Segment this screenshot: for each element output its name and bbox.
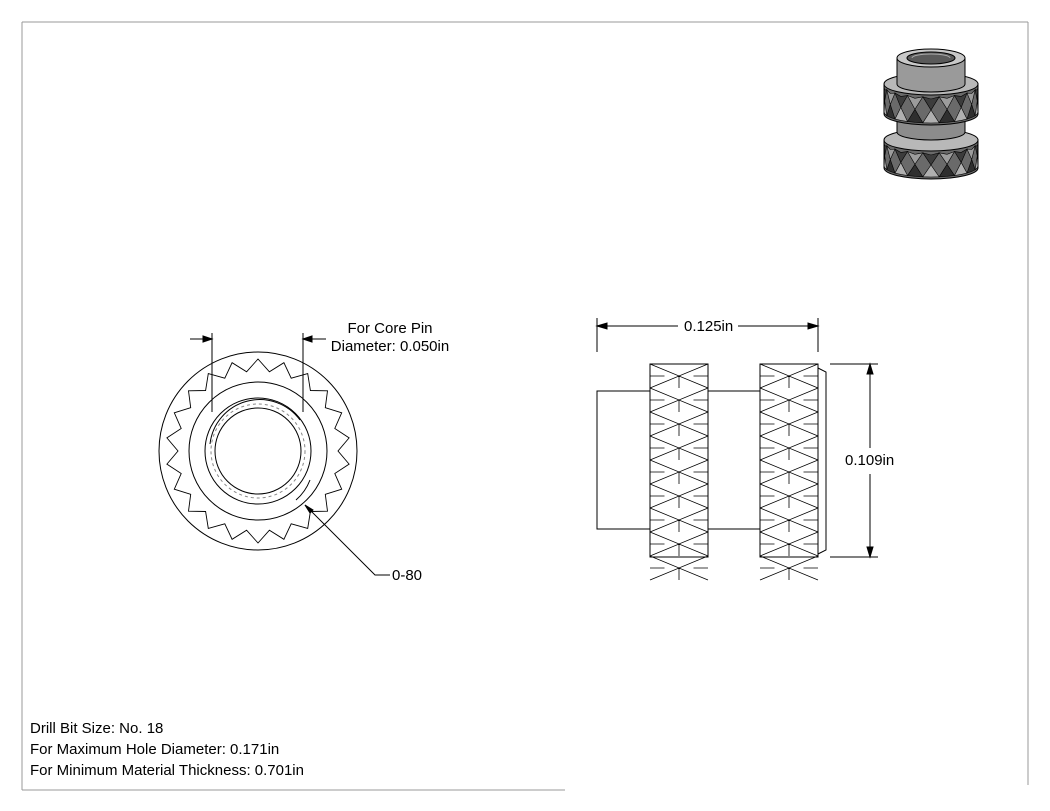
core-pin-note-line2: Diameter: 0.050in [330,338,450,355]
end-view-bore-circle [204,397,312,505]
thread-start-arc [209,399,301,445]
knurl-tooth-ring [166,358,350,544]
end-view-collar-circle [188,381,328,521]
side-view [596,363,827,581]
end-view-thread-hidden [210,403,306,499]
outer-diameter-label: 0.109in [843,452,897,470]
drill-notes: Drill Bit Size: No. 18 For Maximum Hole … [30,718,304,781]
end-view-thread-circle [214,407,302,495]
length-dimension [595,318,820,352]
knurl-pattern-right [759,363,819,581]
overall-length-label: 0.125in [681,318,737,336]
min-thickness-note: For Minimum Material Thickness: 0.701in [30,762,304,779]
iso-knurl-facet [974,155,979,171]
sheet-border [21,21,1029,791]
thread-size-label: 0-80 [392,567,423,584]
iso-knurl-bottom [883,141,979,178]
end-view [158,351,358,551]
core-pin-dimension [190,333,326,412]
knurl-pattern-left [649,363,709,581]
drill-bit-note: Drill Bit Size: No. 18 [30,720,164,737]
knurl-teeth [166,358,350,544]
core-pin-note-line1: For Core Pin [347,320,433,337]
iso-knurl-top [883,85,979,124]
thread-leader [304,504,390,576]
iso-knurl-facet [974,100,979,117]
diameter-dimension [830,362,878,559]
thread-end-arc [295,479,311,501]
isometric-insert-icon [883,48,979,180]
end-view-outer-circle [158,351,358,551]
core-pin-note: For Core Pin Diameter: 0.050in [320,320,460,356]
iso-knurl-facet [974,85,979,101]
max-hole-note: For Maximum Hole Diameter: 0.171in [30,741,280,758]
knurl-diamond-lines [759,363,819,581]
iso-knurl-facet [974,141,979,156]
side-view-chamfer [817,367,827,555]
knurl-diamond-lines [649,363,709,581]
